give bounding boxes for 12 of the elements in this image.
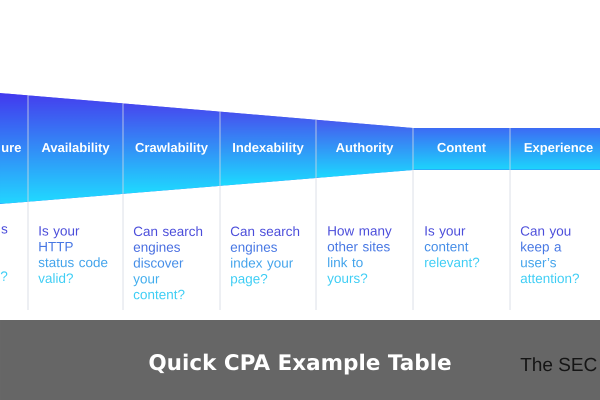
question-text: Is your HTTP status code valid? bbox=[38, 226, 108, 284]
footer-text: The SEC bbox=[520, 357, 597, 372]
column-header: Content bbox=[413, 128, 510, 170]
question-text: Can search engines index your page? bbox=[230, 226, 300, 286]
question-text: Can search engines discover your content? bbox=[133, 226, 202, 300]
column-header: Experience bbox=[510, 128, 600, 170]
question-text: How many other sites link to yours? bbox=[327, 226, 392, 286]
question-text: s ? bbox=[0, 226, 8, 281]
question-text: Can you keep a user’s attention? bbox=[520, 226, 579, 284]
column-header: Crawlability bbox=[123, 103, 220, 194]
question-text: Is your content relevant? bbox=[424, 226, 480, 268]
column-header: ure bbox=[0, 93, 28, 204]
